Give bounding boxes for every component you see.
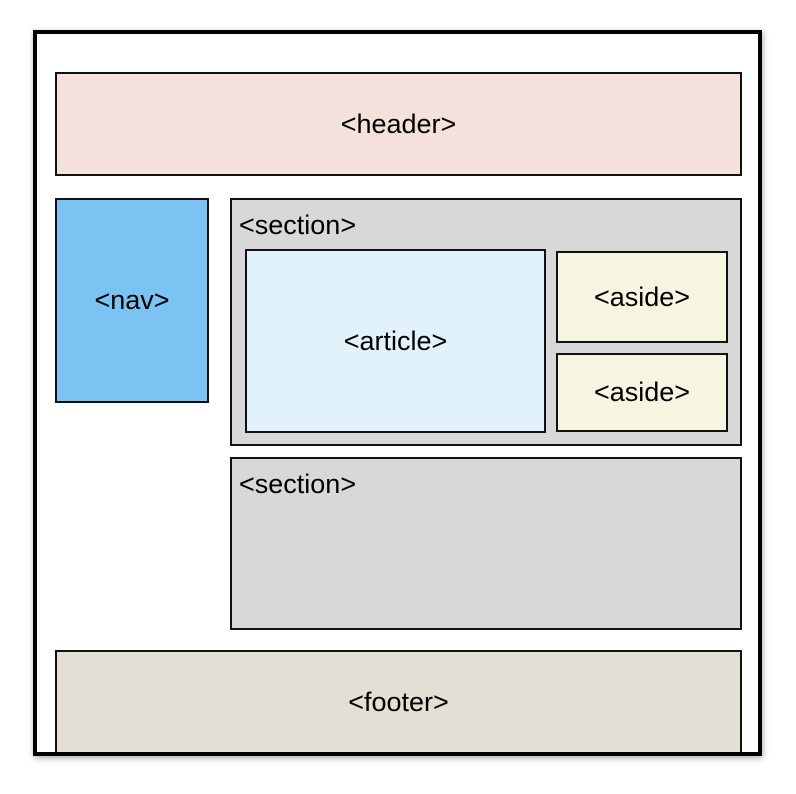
nav-label: <nav> <box>94 285 170 315</box>
section-block-1: <section> <article> <aside> <aside> <box>230 198 742 446</box>
aside-label-2: <aside> <box>593 377 691 407</box>
header-label: <header> <box>340 108 457 139</box>
footer-block: <footer> <box>55 650 742 752</box>
section-label-1: <section> <box>239 210 357 240</box>
header-block: <header> <box>55 72 742 176</box>
aside-label-1: <aside> <box>593 281 691 312</box>
page-frame: <header> <nav> <section> <article> <asid… <box>33 30 762 756</box>
footer-label: <footer> <box>348 686 449 717</box>
section-block-2: <section> <box>230 457 742 630</box>
aside-block-1: <aside> <box>556 251 728 343</box>
nav-block: <nav> <box>55 198 209 403</box>
article-label: <article> <box>343 325 448 356</box>
article-block: <article> <box>245 249 546 433</box>
aside-block-2: <aside> <box>556 353 728 432</box>
section-label-2: <section> <box>239 469 357 499</box>
